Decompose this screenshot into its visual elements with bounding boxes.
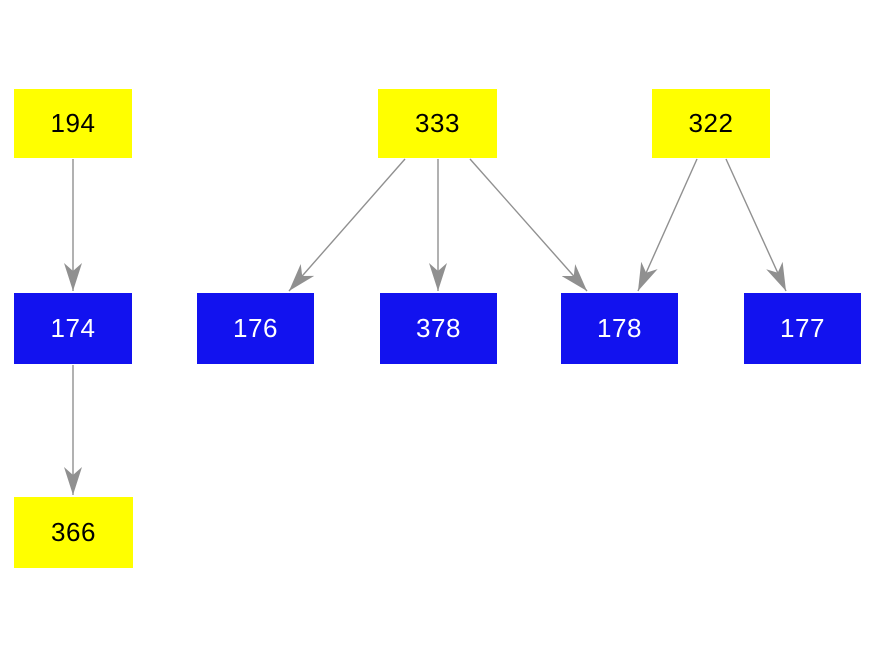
edge-333-to-178 xyxy=(469,158,588,292)
node-174: 174 xyxy=(14,293,132,364)
node-194: 194 xyxy=(14,89,132,158)
node-label: 174 xyxy=(50,313,96,343)
node-378: 378 xyxy=(380,293,497,364)
node-label: 322 xyxy=(688,108,734,138)
node-label: 178 xyxy=(597,313,642,343)
node-177: 177 xyxy=(744,293,861,364)
node-label: 176 xyxy=(233,313,278,343)
node-label: 333 xyxy=(415,108,460,138)
edge-322-to-178 xyxy=(637,158,698,292)
edge-322-to-177 xyxy=(725,158,787,292)
node-178: 178 xyxy=(561,293,678,364)
node-176: 176 xyxy=(197,293,314,364)
node-322: 322 xyxy=(652,89,770,158)
node-label: 366 xyxy=(51,517,96,547)
edge-333-to-176 xyxy=(288,158,406,292)
node-label: 177 xyxy=(780,313,825,343)
node-366: 366 xyxy=(14,497,133,568)
node-333: 333 xyxy=(378,89,497,158)
node-label: 378 xyxy=(416,313,461,343)
node-label: 194 xyxy=(50,108,96,138)
